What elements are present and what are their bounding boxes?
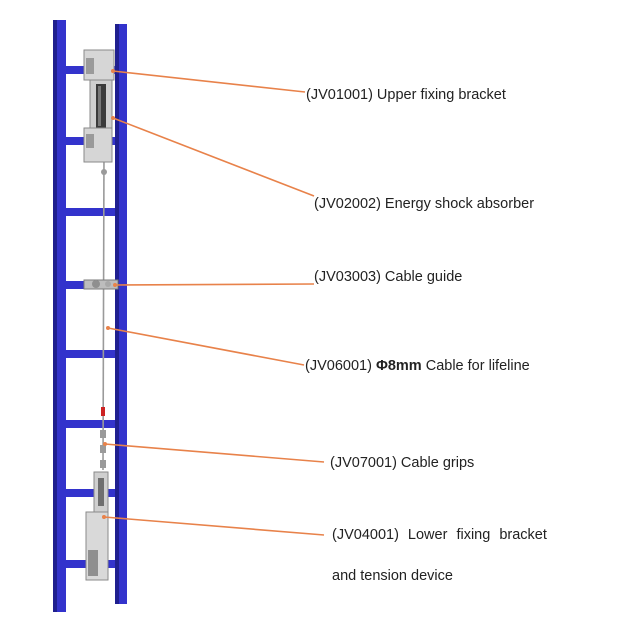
- leader-dots: [102, 69, 117, 519]
- ladder-rung: [60, 489, 126, 497]
- label-cable: (JV06001) Φ8mm Cable for lifeline: [305, 357, 530, 375]
- leader-line-cable-grips: [104, 443, 325, 463]
- ladder-right-rail-shade: [115, 24, 119, 604]
- label-shock-absorber: (JV02002) Energy shock absorber: [314, 196, 535, 212]
- label-cable-guide: (JV03003) Cable guide: [314, 269, 463, 285]
- lower-bracket-assembly: [85, 471, 109, 581]
- cable-grips: [100, 430, 106, 468]
- upper-bracket-assembly: [83, 49, 115, 175]
- label-lower-bracket-line2: and tension device: [332, 568, 453, 584]
- leader-line-cable: [107, 327, 305, 366]
- ladder-rung: [60, 208, 126, 216]
- leader-line-upper-bracket: [112, 70, 306, 93]
- upper-bracket-plate: [83, 49, 115, 81]
- cable-marker: [101, 407, 105, 416]
- label-cable-grips: (JV07001) Cable grips: [330, 455, 475, 471]
- label-cable-code: (JV06001): [305, 358, 372, 374]
- leader-line-lower-bracket: [103, 516, 325, 536]
- leader-line-cable-guide: [114, 283, 315, 286]
- ladder-left-rail-shade: [53, 20, 57, 612]
- leader-line-shock-absorber: [112, 117, 315, 197]
- label-upper-bracket: (JV01001) Upper fixing bracket: [306, 87, 506, 103]
- label-cable-diameter: Φ8mm: [375, 358, 422, 374]
- leader-lines: [103, 70, 325, 536]
- ladder-rung: [60, 350, 126, 358]
- lifeline-cable: [102, 149, 105, 471]
- cable-guide: [83, 279, 119, 290]
- ladder-rung: [60, 420, 126, 428]
- label-cable-text: Cable for lifeline: [425, 358, 530, 374]
- label-lower-bracket-line1: (JV04001) Lower fixing bracket: [332, 527, 547, 543]
